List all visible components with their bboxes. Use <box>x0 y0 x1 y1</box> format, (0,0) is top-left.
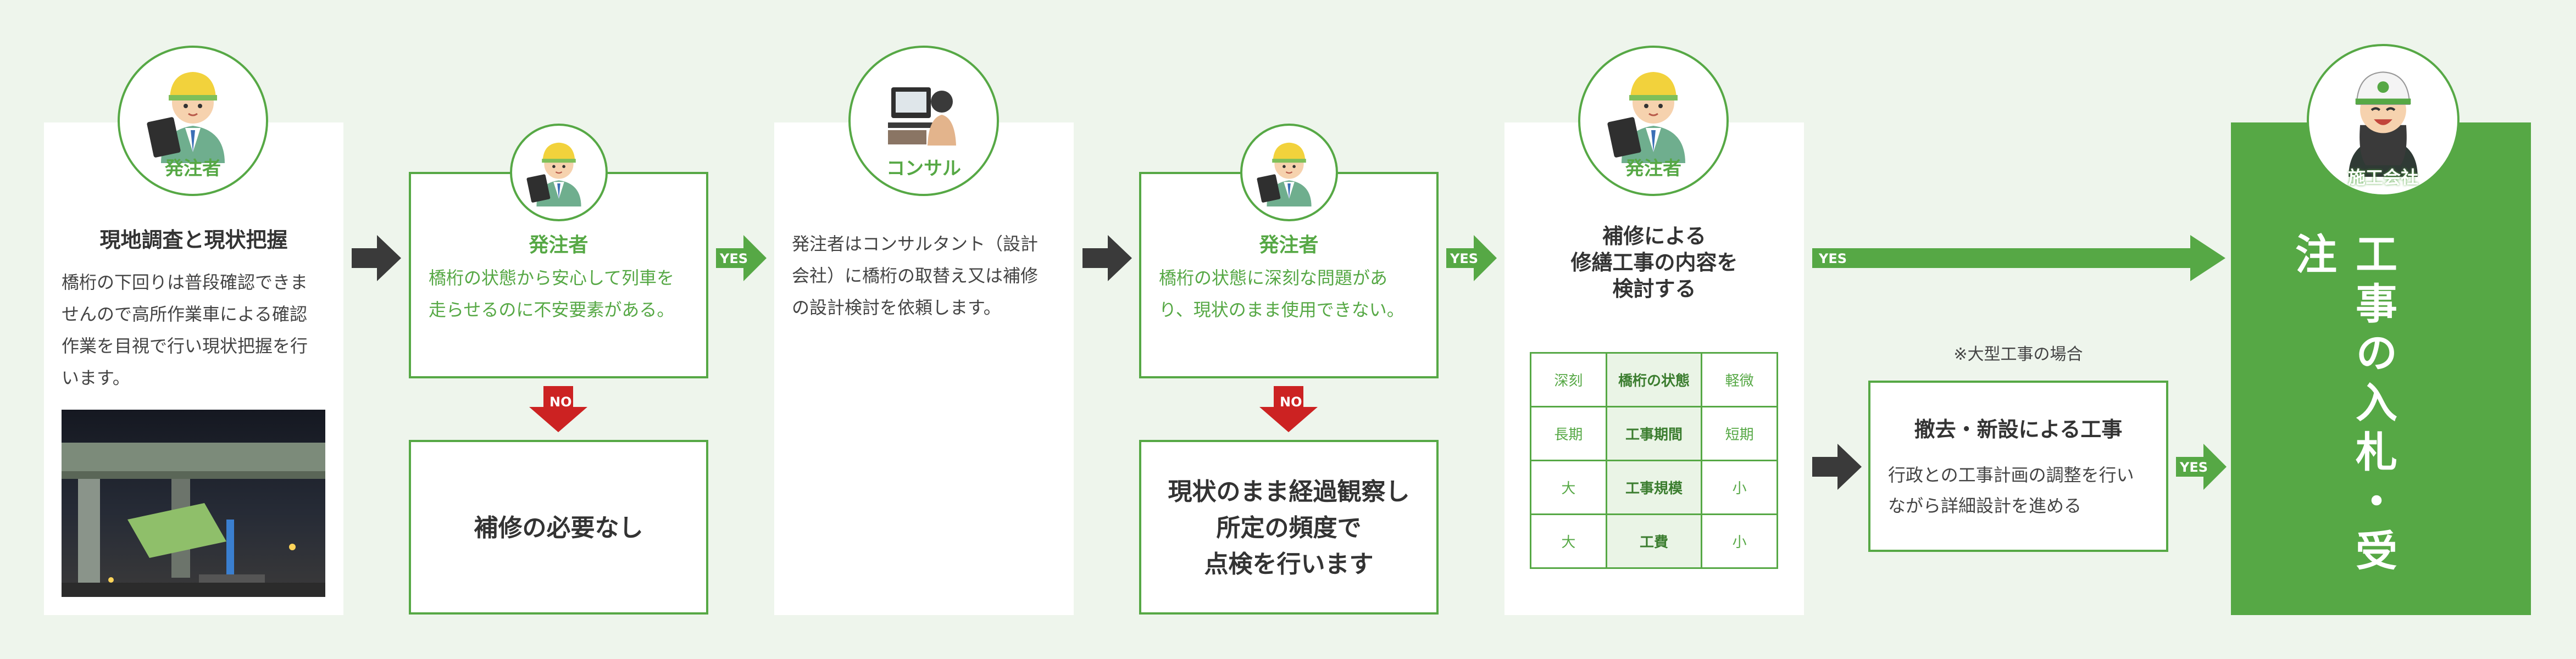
monitoring-line: 現状のまま経過観察し <box>1168 478 1410 506</box>
serious-question: 橋桁の状態に深刻な問題があ り、現状のまま使用できない。 <box>1159 262 1428 326</box>
yes-label-1: YES <box>720 251 748 266</box>
survey-line: います。 <box>62 367 130 388</box>
survey-line: せんので高所作業車による確認 <box>62 304 308 325</box>
client-worker-icon <box>1606 71 1686 164</box>
table-row: 深刻 橋桁の状態 軽微 <box>1530 352 1778 407</box>
client-worker-icon <box>525 142 582 208</box>
yes-label-3: YES <box>2180 460 2208 475</box>
yes-arrow-2 <box>1446 235 1497 281</box>
condition-line: 走らせるのに不安要素がある。 <box>429 299 675 320</box>
bidding-panel: 工事の入札・受注 <box>2231 122 2531 615</box>
yes-long-arrow <box>1812 235 2225 281</box>
replacement-title: 撤去・新設による工事 <box>1914 417 2123 442</box>
bridge-night-photo <box>62 410 325 597</box>
client-role-label: 発注者 <box>1625 158 1681 180</box>
table-cell: 大 <box>1530 460 1607 515</box>
table-row: 大 工事規模 小 <box>1530 460 1778 515</box>
no-arrow-1 <box>529 386 587 432</box>
condition-question: 橋桁の状態から安心して列車を 走らせるのに不安要素がある。 <box>429 262 698 326</box>
no-label-2: NO <box>1280 394 1302 410</box>
contractor-role-label: 施工会社 <box>2347 167 2418 188</box>
replacement-description: 行政との工事計画の調整を行い ながら詳細設計を進める <box>1888 460 2157 521</box>
table-cell: 深刻 <box>1530 352 1607 407</box>
repair-plan-title-line: 検討する <box>1612 277 1696 301</box>
monitoring-box: 現状のまま経過観察し 所定の頻度で 点検を行います <box>1139 440 1439 615</box>
no-repair-box: 補修の必要なし <box>409 440 708 615</box>
condition-line: 橋桁の状態から安心して列車を <box>429 267 675 288</box>
survey-line: 橋桁の下回りは普段確認できま <box>62 272 308 293</box>
monitoring-line: 点検を行います <box>1204 550 1374 578</box>
client-avatar-small-1 <box>510 124 608 221</box>
dark-arrow-1 <box>352 235 401 281</box>
monitoring-text: 現状のまま経過観察し 所定の頻度で 点検を行います <box>1141 474 1436 583</box>
condition-role: 発注者 <box>529 234 589 256</box>
no-arrow-2 <box>1259 386 1318 432</box>
dark-arrow-2 <box>1082 235 1132 281</box>
replacement-box: 撤去・新設による工事 行政との工事計画の調整を行い ながら詳細設計を進める <box>1868 381 2168 552</box>
table-row: 長期 工事期間 短期 <box>1530 406 1778 461</box>
yes-label-2: YES <box>1450 251 1479 266</box>
consultant-role-label: コンサル <box>886 158 961 180</box>
consultant-line: 会社）に橋桁の取替え又は補修 <box>792 265 1039 286</box>
serious-role: 発注者 <box>1259 234 1319 256</box>
yes-arrow-3 <box>2176 444 2227 490</box>
table-cell: 工事期間 <box>1605 406 1703 461</box>
table-cell: 橋桁の状態 <box>1605 352 1703 407</box>
large-project-note: ※大型工事の場合 <box>1953 345 2083 364</box>
table-cell: 小 <box>1701 460 1778 515</box>
table-cell: 軽微 <box>1701 352 1778 407</box>
repair-comparison-table: 深刻 橋桁の状態 軽微 長期 工事期間 短期 大 工事規模 小 大 工費 小 <box>1530 352 1778 569</box>
consultant-line: の設計検討を依頼します。 <box>792 297 1001 318</box>
client-role-label: 発注者 <box>165 158 221 180</box>
no-label-1: NO <box>549 394 572 410</box>
client-avatar-circle-2: 発注者 <box>1578 46 1729 196</box>
serious-line: 橋桁の状態に深刻な問題があ <box>1159 267 1388 288</box>
contractor-avatar-circle: 施工会社 <box>2307 44 2460 197</box>
table-cell: 大 <box>1530 513 1607 569</box>
condition-question-box: 発注者 橋桁の状態から安心して列車を 走らせるのに不安要素がある。 <box>409 172 708 378</box>
serious-line: り、現状のまま使用できない。 <box>1159 299 1404 320</box>
repair-plan-card: 補修による 修繕工事の内容を 検討する 深刻 橋桁の状態 軽微 長期 工事期間 … <box>1504 122 1804 615</box>
survey-description: 橋桁の下回りは普段確認できま せんので高所作業車による確認 作業を目視で行い現状… <box>62 266 331 394</box>
yes-label-long: YES <box>1819 251 1847 266</box>
consultant-description: 発注者はコンサルタント（設計 会社）に橋桁の取替え又は補修 の設計検討を依頼しま… <box>792 228 1061 323</box>
survey-title: 現地調査と現状把握 <box>99 228 288 252</box>
survey-card: 現地調査と現状把握 橋桁の下回りは普段確認できま せんので高所作業車による確認 … <box>44 122 343 615</box>
table-cell: 工費 <box>1605 513 1703 569</box>
table-row: 大 工費 小 <box>1530 513 1778 569</box>
replacement-line: 行政との工事計画の調整を行い <box>1888 465 2134 485</box>
consultant-line: 発注者はコンサルタント（設計 <box>792 233 1039 254</box>
consultant-avatar-circle: コンサル <box>848 46 999 196</box>
contractor-worker-icon <box>2349 71 2418 177</box>
table-cell: 長期 <box>1530 406 1607 461</box>
survey-line: 作業を目視で行い現状把握を行 <box>62 336 308 356</box>
no-repair-text: 補修の必要なし <box>474 514 643 542</box>
yes-arrow-1 <box>716 235 767 281</box>
table-cell: 工事規模 <box>1605 460 1703 515</box>
dark-arrow-3 <box>1812 444 1862 490</box>
monitoring-line: 所定の頻度で <box>1216 514 1362 542</box>
client-worker-icon <box>146 71 226 164</box>
client-avatar-small-2 <box>1240 124 1338 221</box>
client-avatar-circle: 発注者 <box>118 46 268 196</box>
repair-plan-title-line: 修繕工事の内容を <box>1570 250 1738 275</box>
bidding-title: 工事の入札・受注 <box>2288 232 2397 578</box>
repair-plan-title: 補修による 修繕工事の内容を 検討する <box>1504 223 1804 302</box>
client-worker-icon <box>1256 142 1312 208</box>
consultant-computer-icon <box>888 87 956 146</box>
consultant-card: 発注者はコンサルタント（設計 会社）に橋桁の取替え又は補修 の設計検討を依頼しま… <box>774 122 1074 615</box>
table-cell: 短期 <box>1701 406 1778 461</box>
table-cell: 小 <box>1701 513 1778 569</box>
replacement-line: ながら詳細設計を進める <box>1888 495 2082 516</box>
repair-plan-title-line: 補修による <box>1602 224 1706 248</box>
